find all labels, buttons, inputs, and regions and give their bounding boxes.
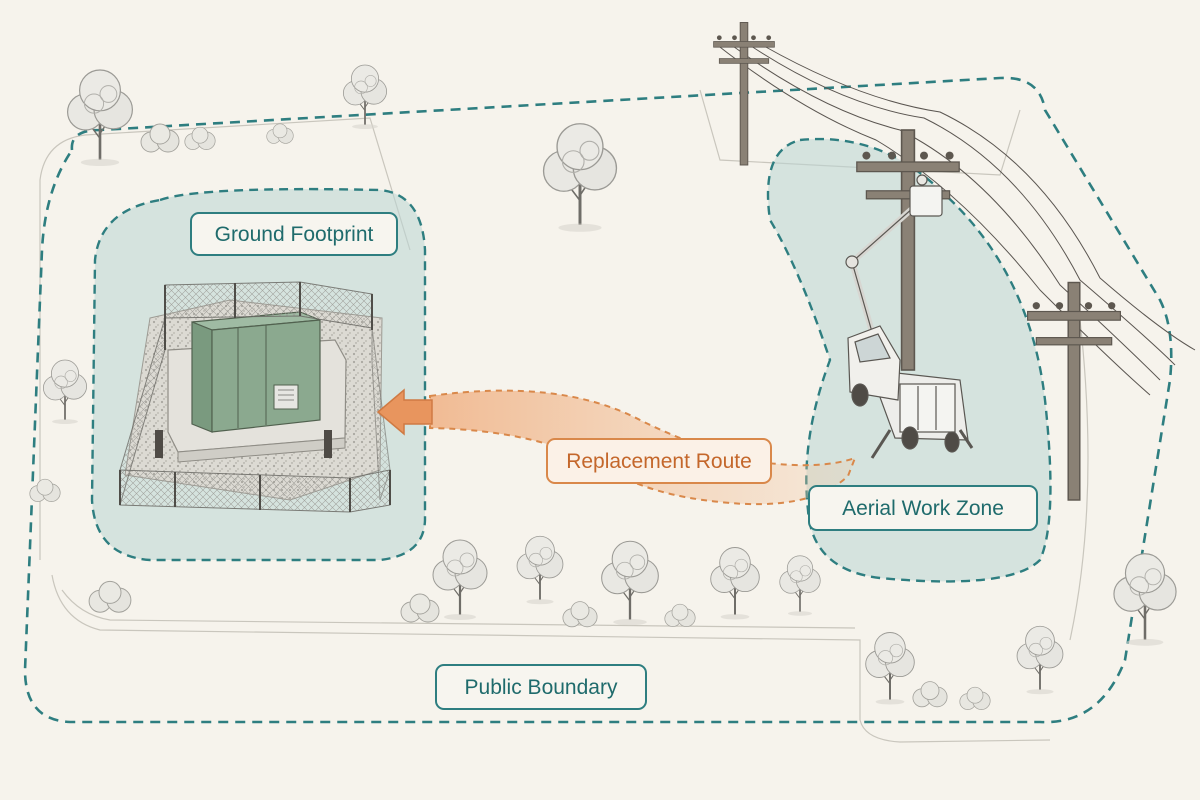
arrow-left-icon bbox=[376, 388, 433, 436]
sidewalk bbox=[39, 89, 1089, 743]
transformer-cabinet-icon bbox=[124, 299, 383, 501]
ground-footprint-label: Ground Footprint bbox=[190, 212, 398, 256]
fence-icon bbox=[119, 281, 391, 513]
replacement-route-label: Replacement Route bbox=[546, 438, 772, 484]
aerial-work-zone-label: Aerial Work Zone bbox=[808, 485, 1038, 531]
bucket-truck-icon bbox=[845, 174, 974, 459]
public-boundary-outline bbox=[23, 76, 1173, 724]
power-lines bbox=[715, 43, 1196, 396]
public-boundary-label: Public Boundary bbox=[435, 664, 647, 710]
